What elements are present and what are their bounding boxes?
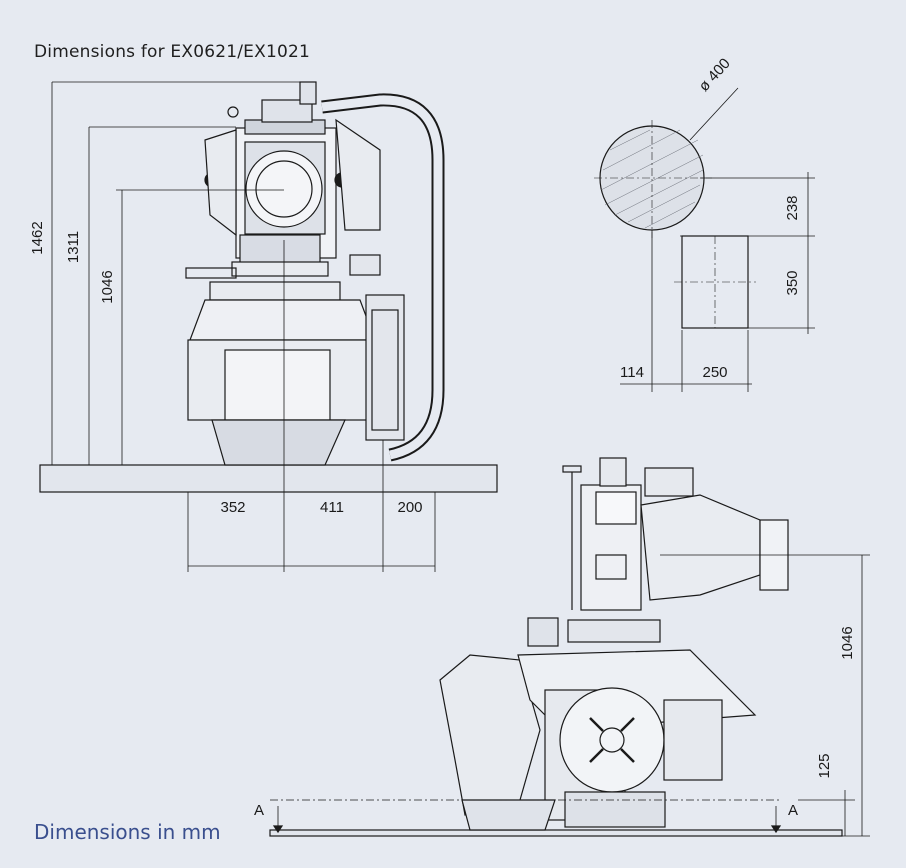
front-view-machine [39, 81, 498, 493]
side-motor-cap [644, 467, 694, 497]
neck-upper [239, 234, 321, 264]
dim-1046-left: 1046 [99, 270, 116, 303]
side-handle [562, 465, 582, 473]
section-view [594, 87, 756, 329]
units-caption: Dimensions in mm [34, 820, 221, 844]
dim-1046-right: 1046 [839, 626, 856, 659]
side-hopper [439, 654, 541, 816]
dim-350: 350 [784, 270, 801, 295]
section-mark-left: A [254, 802, 264, 819]
section-arrow-right [770, 825, 782, 834]
dim-114: 114 [620, 364, 644, 381]
valve-box [349, 254, 381, 276]
side-wheel-hub [599, 727, 625, 753]
side-valve [527, 617, 559, 647]
dim-1311: 1311 [65, 231, 82, 263]
motor-top-block [261, 99, 313, 123]
drawing-title: Dimensions for EX0621/EX1021 [34, 42, 311, 62]
motor-wheel-outer [245, 150, 323, 228]
knob-top [227, 106, 239, 118]
side-lower-block [564, 791, 666, 828]
section-mark-right: A [788, 802, 798, 819]
middle-plate [209, 281, 341, 301]
dim-250: 250 [702, 364, 727, 381]
left-arm [185, 267, 237, 279]
side-body-right [663, 699, 723, 781]
dim-125: 125 [816, 753, 833, 778]
pipe-inner [321, 95, 443, 460]
lower-cage [224, 349, 331, 421]
side-top-cap [599, 457, 627, 487]
side-cabinet-inner [371, 309, 399, 431]
side-motor-body [640, 494, 761, 601]
dim-238: 238 [784, 195, 801, 220]
side-view-machine [269, 457, 843, 837]
motor-top-pipe [299, 81, 317, 105]
section-dimension-lines [620, 172, 815, 392]
diameter-leader [689, 87, 739, 141]
side-wheel-outer [559, 687, 665, 793]
section-arrow-left [272, 825, 284, 834]
front-dimension-lines [51, 81, 436, 572]
dim-1462: 1462 [29, 221, 46, 254]
right-bracket [335, 118, 381, 231]
neck-flange [231, 261, 329, 277]
left-bracket [204, 129, 237, 237]
motor-wheel-inner [255, 160, 313, 218]
dim-200: 200 [397, 499, 422, 516]
side-mid-plate [567, 619, 661, 643]
support-cone [211, 419, 346, 466]
base-plate-front [39, 464, 498, 493]
dim-352: 352 [220, 499, 245, 516]
side-dimension-lines [270, 554, 870, 837]
side-hopper-foot [461, 799, 556, 831]
side-tower-window [595, 491, 637, 525]
dim-diameter: ø 400 [696, 55, 734, 95]
base-plate-side [269, 829, 843, 837]
side-tower-box [595, 554, 627, 580]
lower-top [189, 299, 376, 341]
dim-411: 411 [320, 499, 344, 516]
